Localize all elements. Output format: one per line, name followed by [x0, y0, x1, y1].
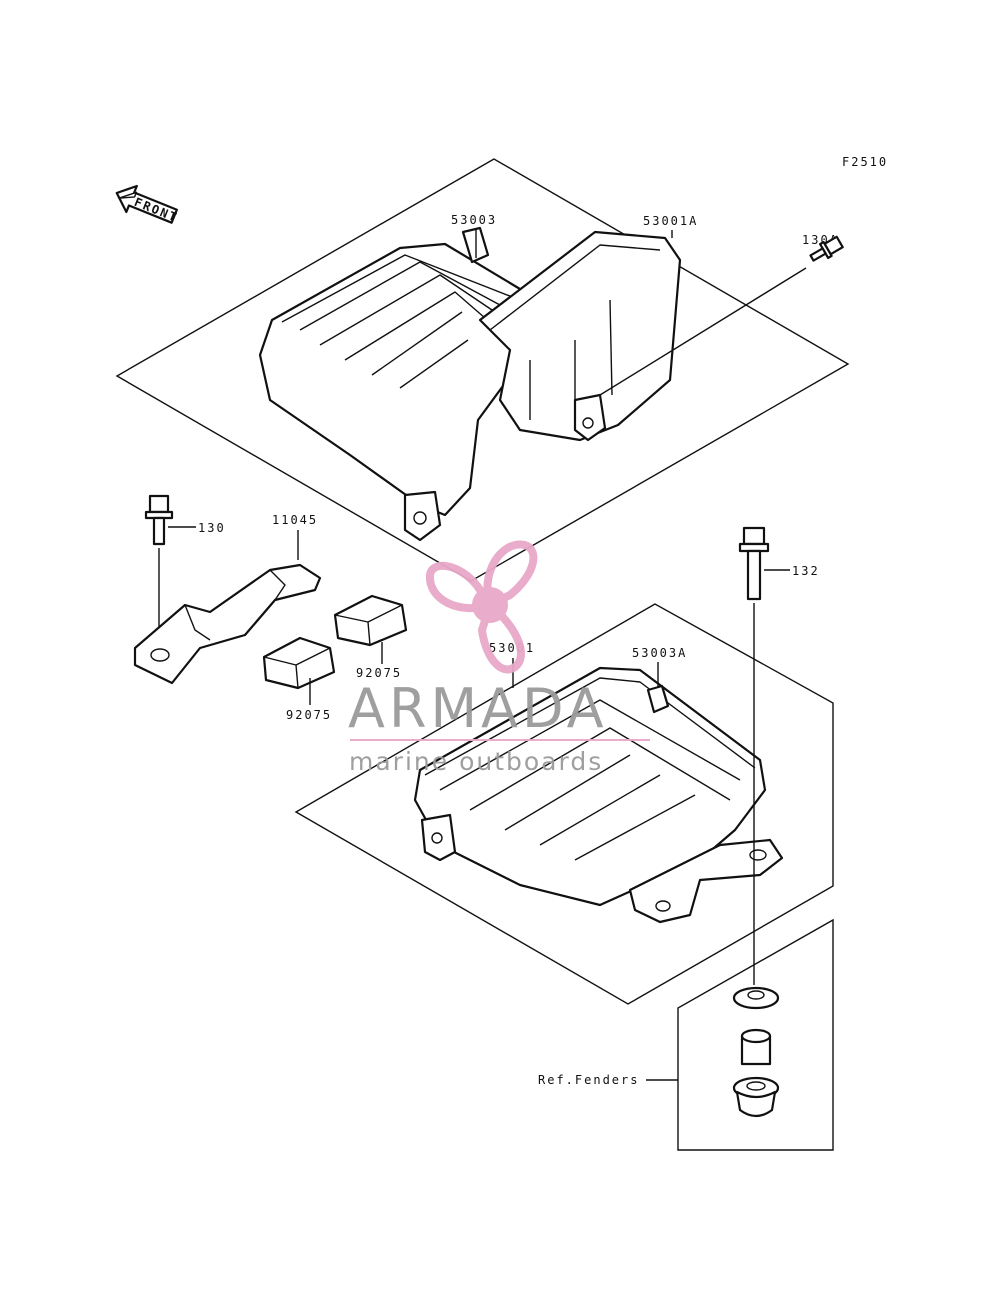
leader-130A	[599, 267, 807, 396]
watermark: ARMADA marine outboards	[348, 540, 650, 776]
bracket-11045	[133, 563, 322, 685]
label-92075-right: 92075	[356, 666, 402, 680]
ref-fenders-box	[677, 918, 834, 1151]
propeller-logo-icon	[426, 540, 538, 674]
spacer-collar	[740, 1028, 772, 1066]
label-92075-left: 92075	[286, 708, 332, 722]
bolt-icon	[809, 235, 844, 262]
label-132: 132	[792, 564, 820, 578]
watermark-tagline: marine outboards	[349, 747, 603, 776]
figure-code: F2510	[842, 155, 888, 169]
label-53001: 53001	[489, 641, 535, 655]
front-arrow-label: FRONT	[132, 195, 180, 225]
washer-icon	[732, 986, 780, 1010]
rubber-block-92075-left	[262, 636, 336, 690]
label-53001A: 53001A	[643, 214, 698, 228]
bolt-icon	[144, 494, 174, 546]
label-53003A: 53003A	[632, 646, 687, 660]
label-130: 130	[198, 521, 226, 535]
front-arrow-icon: FRONT	[115, 184, 180, 225]
rubber-block-92075-right	[333, 594, 408, 647]
bolt-icon	[738, 526, 770, 601]
label-ref-fenders: Ref.Fenders	[538, 1073, 639, 1087]
upper-seat-assembly	[258, 226, 682, 542]
watermark-brand: ARMADA	[348, 677, 608, 740]
lower-reference-plane	[294, 603, 834, 1005]
label-11045: 11045	[272, 513, 318, 527]
label-53003: 53003	[451, 213, 497, 227]
grommet	[732, 1076, 780, 1118]
